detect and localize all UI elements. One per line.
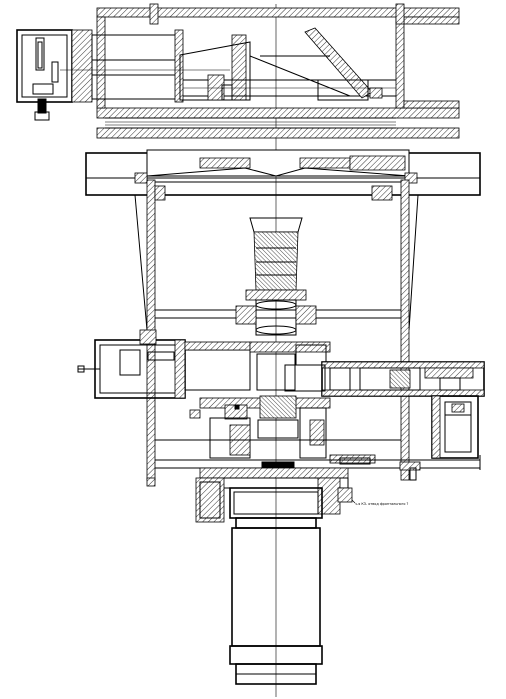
lamp-module <box>16 29 230 121</box>
top-inner-optics <box>179 27 396 101</box>
right-arm <box>284 361 485 397</box>
camera-tube <box>229 487 323 685</box>
objective-lens-column <box>235 217 317 336</box>
middle-flange <box>85 149 481 331</box>
top-housing <box>96 3 460 139</box>
annotation-text: ч-я КЗ- отвод фронтального ? <box>355 502 409 506</box>
left-arm <box>77 329 331 399</box>
lower-mechanism <box>155 395 481 471</box>
annotation: ч-я КЗ- отвод фронтального ? <box>351 499 409 506</box>
right-motor <box>409 395 479 459</box>
central-body <box>146 179 410 481</box>
